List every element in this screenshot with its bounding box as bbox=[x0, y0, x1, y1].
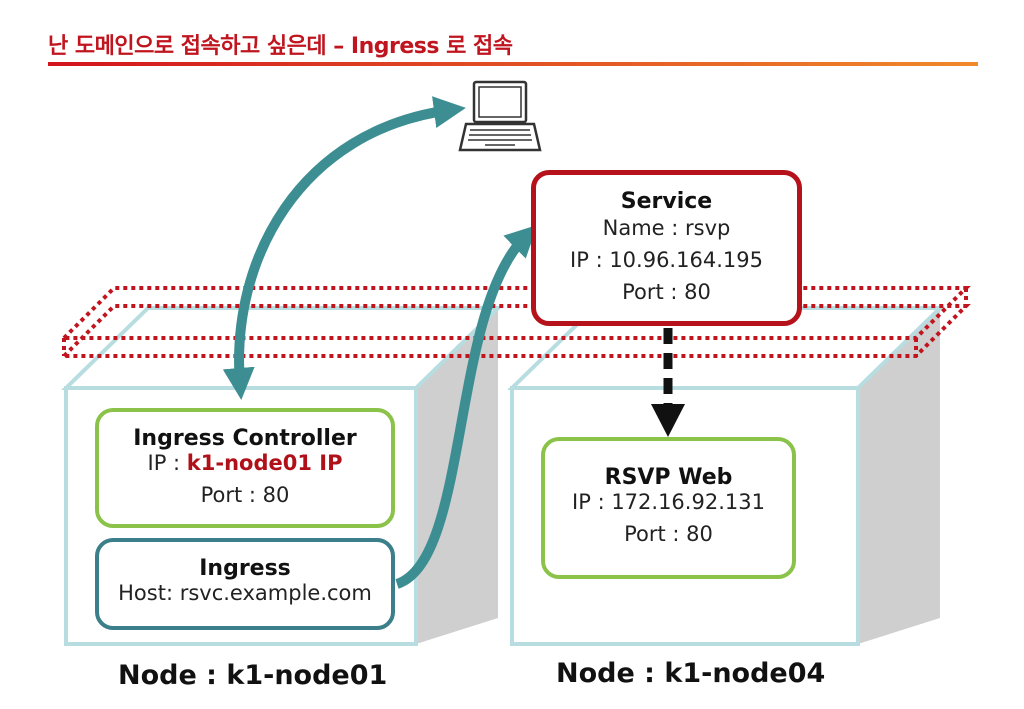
service-box: Service Name : rsvp IP : 10.96.164.195 P… bbox=[531, 170, 802, 326]
ingress-heading: Ingress bbox=[199, 556, 291, 581]
ingress-controller-port: Port : 80 bbox=[200, 483, 290, 507]
service-network-plane bbox=[59, 286, 971, 358]
ingress-host: Host: rsvc.example.com bbox=[118, 581, 372, 605]
ingress-controller-ip-value: k1-node01 IP bbox=[186, 451, 343, 475]
service-port: Port : 80 bbox=[622, 280, 711, 304]
rsvp-web-ip: IP : 172.16.92.131 bbox=[572, 490, 765, 514]
service-ip: IP : 10.96.164.195 bbox=[570, 248, 763, 272]
ingress-controller-ip: IP : k1-node01 IP bbox=[99, 451, 391, 475]
service-heading: Service bbox=[620, 189, 713, 214]
node-k1-node01-label: Node : k1-node01 bbox=[118, 660, 388, 691]
ingress-to-service-arrow bbox=[394, 224, 538, 589]
client-to-ingress-controller-arrow bbox=[222, 96, 466, 400]
ingress-controller-box: Ingress Controller IP : k1-node01 IP Por… bbox=[95, 408, 395, 528]
service-name: Name : rsvp bbox=[602, 216, 731, 240]
rsvp-web-box: RSVP Web IP : 172.16.92.131 Port : 80 bbox=[541, 437, 796, 579]
title-underline bbox=[48, 62, 978, 66]
ingress-controller-ip-prefix: IP : bbox=[147, 451, 187, 475]
page-title: 난 도메인으로 접속하고 싶은데 – Ingress 로 접속 bbox=[48, 34, 513, 59]
service-to-rsvp-arrowhead bbox=[651, 404, 685, 437]
ingress-box: Ingress Host: rsvc.example.com bbox=[95, 538, 395, 630]
node-k1-node04-box bbox=[507, 306, 945, 646]
laptop-icon bbox=[458, 80, 542, 152]
ingress-controller-heading: Ingress Controller bbox=[133, 426, 357, 451]
rsvp-web-port: Port : 80 bbox=[624, 522, 713, 546]
rsvp-web-heading: RSVP Web bbox=[604, 465, 733, 490]
node-k1-node04-label: Node : k1-node04 bbox=[556, 658, 826, 689]
